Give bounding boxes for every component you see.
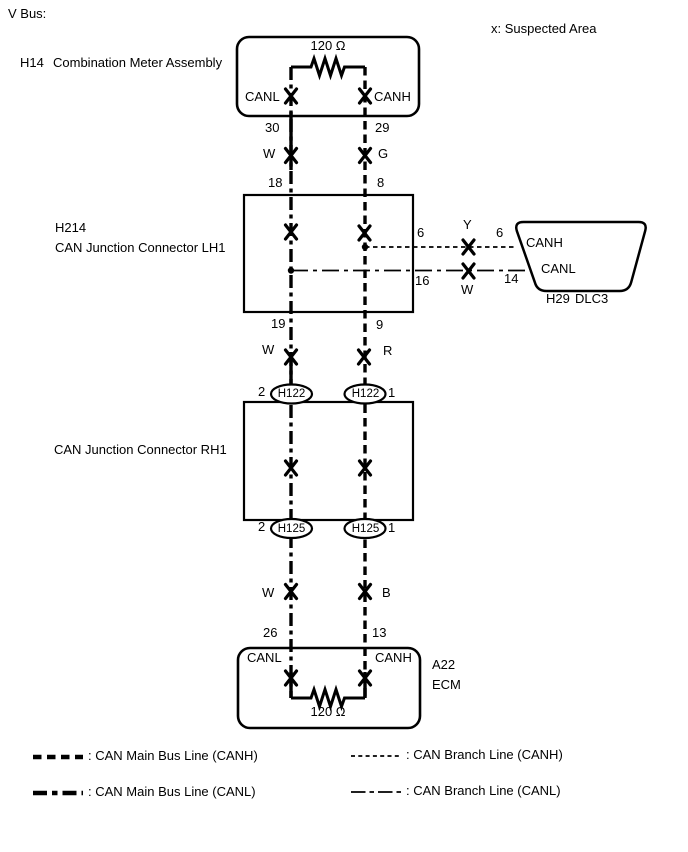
ecm-code: A22 [432,657,456,672]
wire-color-canl: W [262,342,275,357]
meter-pin-canl: 30 [265,120,280,135]
h122-connector-oval-canl [269,383,314,405]
wire-color-canl: W [263,146,276,161]
rh1-name: CAN Junction Connector RH1 [54,442,227,457]
wire-color-branch-canh: Y [463,217,472,232]
h122-connector-oval-canh [343,383,387,405]
meter-canl-label: CANL [245,89,280,104]
meter-pin-canh: 29 [375,120,390,135]
combination-meter-box [235,35,421,118]
h122-pin-canl: 2 [258,384,266,399]
meter-name: Combination Meter Assembly [53,55,223,70]
lh1-code: H214 [55,220,87,235]
lh1-pin-branch-canl: 16 [415,273,430,288]
dlc3-canh-label: CANH [526,235,563,250]
wire-color-canl: W [262,585,275,600]
ecm-terminating-resistor [291,684,365,712]
h122-pin-canh: 1 [388,385,396,400]
dlc3-name: DLC3 [575,291,609,306]
ecm-resistor-value: 120 Ω [310,704,346,719]
meter-canh-label: CANH [374,89,411,104]
wire-color-branch-canl: W [461,282,474,297]
h125-pin-canl: 2 [258,519,266,534]
meter-terminating-resistor [291,53,365,81]
ecm-box [236,646,422,730]
legend-branch-canl-label: : CAN Branch Line (CANL) [406,783,561,798]
wire-color-canh: B [382,585,391,600]
ecm-name: ECM [432,677,461,692]
ecm-pin-canh: 13 [372,625,387,640]
lh1-pin-out-canh: 9 [376,317,384,332]
dlc3-pin-canh: 6 [496,225,504,240]
wire-color-canh: R [383,343,393,358]
meter-code: H14 [20,55,44,70]
ecm-pin-canl: 26 [263,625,278,640]
suspected-area-x-icon [461,262,476,280]
lh1-pin-out-canl: 19 [271,316,286,331]
canl-junction-dot [287,267,295,274]
legend-main-canh-label: : CAN Main Bus Line (CANH) [88,748,258,763]
dlc3-code: H29 [546,291,570,306]
meter-resistor-value: 120 Ω [310,38,346,53]
lh1-name: CAN Junction Connector LH1 [55,240,226,255]
h125-connector-label: H125 [277,522,306,535]
dlc3-connector-shape [515,220,647,293]
lh1-pin-in-canh: 8 [377,175,385,190]
dlc3-canl-label: CANL [541,261,576,276]
ecm-canl-label: CANL [247,650,282,665]
lh1-pin-branch-canh: 6 [417,225,425,240]
ecm-canh-label: CANH [375,650,412,665]
h125-connector-oval-canh [343,517,387,540]
lh1-pin-in-canl: 18 [268,175,283,190]
dlc3-pin-canl: 14 [504,271,519,286]
canh-junction-dot [361,243,369,251]
can-junction-connector-rh1-box [242,400,415,522]
h122-connector-label: H122 [351,388,380,400]
suspected-area-note: x: Suspected Area [491,21,597,36]
legend-branch-canh-label: : CAN Branch Line (CANH) [406,747,563,762]
h125-connector-oval-canl [269,517,314,540]
page-title: V Bus: [8,6,47,21]
h122-connector-label: H122 [277,388,306,400]
wire-color-canh: G [378,146,389,161]
legend-main-canl-label: : CAN Main Bus Line (CANL) [88,784,256,799]
can-junction-connector-lh1-box [242,193,415,314]
h125-connector-label: H125 [351,522,380,535]
h125-pin-canh: 1 [388,520,396,535]
